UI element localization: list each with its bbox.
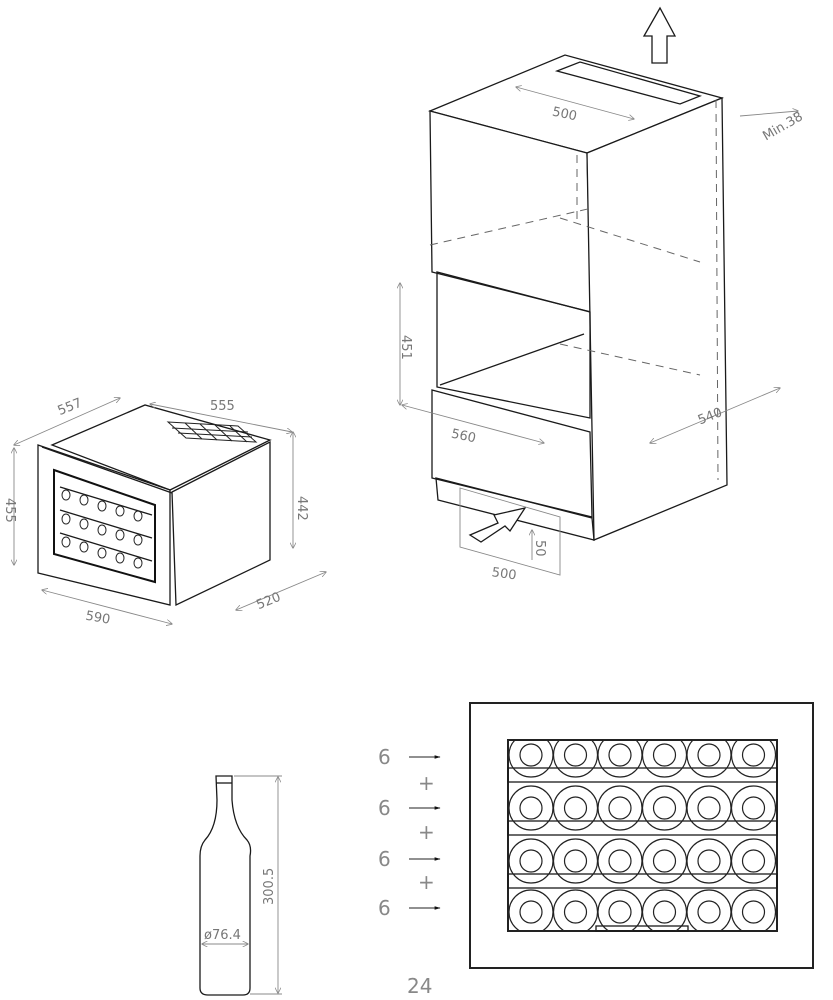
bottle-outline-icon xyxy=(730,838,777,884)
bottle-neck-icon xyxy=(652,849,677,873)
bottle-neck-icon xyxy=(519,900,543,924)
appliance-isometric: 557 555 455 442 520 590 xyxy=(2,396,326,628)
bottle-outline-icon xyxy=(686,889,732,931)
svg-text:590: 590 xyxy=(84,609,111,628)
bottle-neck-icon xyxy=(519,796,543,820)
svg-text:451: 451 xyxy=(398,335,413,360)
bottle-outline-icon xyxy=(552,838,599,884)
svg-text:+: + xyxy=(418,820,435,844)
bottle-neck-icon xyxy=(563,743,588,767)
svg-text:560: 560 xyxy=(450,427,477,447)
bottle-neck-icon xyxy=(608,743,632,767)
capacity-labels: 6 + 6 + 6 + 6 24 xyxy=(378,745,441,998)
bottle-neck-icon xyxy=(563,796,588,820)
svg-text:50: 50 xyxy=(532,540,547,557)
bottle-neck-icon xyxy=(697,849,721,873)
bottle-outline-icon xyxy=(508,838,554,884)
bottle-outline-icon xyxy=(641,838,688,884)
bottle-outline-icon xyxy=(730,889,777,931)
bottle-neck-icon xyxy=(741,849,766,873)
bottle-outline-icon xyxy=(597,889,643,931)
bottle-outline-icon xyxy=(686,838,732,884)
bottle-outline-icon xyxy=(552,889,599,931)
bottle-outline-icon xyxy=(508,889,554,931)
shelf-count: 6 xyxy=(378,796,391,820)
svg-text:300.5: 300.5 xyxy=(262,868,277,905)
bottle-rows xyxy=(508,740,777,931)
airflow-out-arrow-icon xyxy=(642,6,677,64)
bottle-neck-icon xyxy=(608,849,632,873)
shelf-count: 6 xyxy=(378,745,391,769)
bottle-outline-icon xyxy=(730,740,777,778)
bottle-neck-icon xyxy=(652,796,677,820)
bottle-outline-icon xyxy=(597,838,643,884)
svg-text:ø76.4: ø76.4 xyxy=(204,928,241,943)
total-capacity: 24 xyxy=(407,974,432,998)
bottle-neck-icon xyxy=(519,743,543,767)
svg-text:Min.38: Min.38 xyxy=(760,109,805,144)
svg-text:+: + xyxy=(418,771,435,795)
bottle-outline-icon xyxy=(641,889,688,931)
capacity-front-view xyxy=(469,702,814,969)
bottle-outline-icon xyxy=(730,785,777,831)
cabinet-isometric: 500 Min.38 451 560 540 50 500 xyxy=(398,6,806,584)
shelf-count: 6 xyxy=(378,896,391,920)
bottle-drawing: ø76.4 300.5 xyxy=(199,775,282,996)
bottle-neck-icon xyxy=(563,900,588,924)
bottle-neck-icon xyxy=(563,849,588,873)
bottle-neck-icon xyxy=(697,900,721,924)
appliance-shelves xyxy=(59,486,153,569)
bottle-outline-icon xyxy=(508,785,554,831)
bottle-neck-icon xyxy=(697,796,721,820)
bottle-outline-icon xyxy=(552,785,599,831)
svg-text:555: 555 xyxy=(210,399,235,414)
shelf-count: 6 xyxy=(378,847,391,871)
svg-text:+: + xyxy=(418,870,435,894)
svg-text:500: 500 xyxy=(491,565,518,583)
bottle-neck-icon xyxy=(652,900,677,924)
airflow-in-arrow-icon xyxy=(468,507,527,543)
svg-text:500: 500 xyxy=(551,105,578,125)
bottle-neck-icon xyxy=(741,743,766,767)
bottle-neck-icon xyxy=(652,743,677,767)
bottle-neck-icon xyxy=(741,796,766,820)
bottle-outline-icon xyxy=(597,785,643,831)
bottle-neck-icon xyxy=(608,900,632,924)
svg-text:455: 455 xyxy=(2,498,17,523)
svg-text:442: 442 xyxy=(294,496,309,521)
bottle-neck-icon xyxy=(608,796,632,820)
bottle-neck-icon xyxy=(519,849,543,873)
bottle-outline-icon xyxy=(641,785,688,831)
bottle-neck-icon xyxy=(697,743,721,767)
bottle-outline-icon xyxy=(686,785,732,831)
svg-text:520: 520 xyxy=(254,590,283,613)
bottle-neck-icon xyxy=(741,900,766,924)
